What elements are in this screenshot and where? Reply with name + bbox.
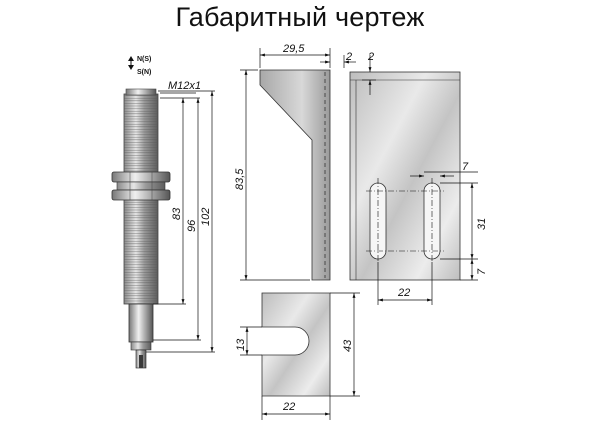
plate-drawing: 13 43 22 [235, 292, 360, 420]
dim-plate-height: 43 [342, 339, 354, 352]
dim-slot-width: 7 [462, 161, 469, 173]
sensor-drawing: N(S) S(N) M1 [111, 56, 215, 369]
dim-sensor-total: 102 [200, 208, 212, 226]
dim-bracket-height: 83,5 [234, 168, 246, 190]
dim-slot-spacing: 22 [397, 287, 410, 299]
dim-plate-slot: 13 [235, 338, 247, 351]
pole-label-south: S(N) [137, 69, 151, 76]
dim-sensor-body: 83 [171, 207, 183, 220]
dim-slot-length: 31 [476, 218, 488, 230]
thread-label: M12x1 [168, 80, 201, 92]
dim-sensor-mid: 96 [186, 219, 198, 232]
dim-slot-bottom: 7 [476, 268, 488, 275]
bracket-front-view: 2 7 31 7 22 [349, 51, 488, 305]
dim-front-top-gap: 2 [367, 51, 374, 63]
dim-plate-width: 22 [282, 401, 295, 413]
pole-arrow-icon [128, 56, 134, 70]
dim-bracket-width: 29,5 [282, 43, 305, 55]
page-title: Габаритный чертеж [175, 2, 425, 32]
pole-label-north: N(S) [137, 56, 151, 63]
dim-bracket-thickness: 2 [345, 51, 352, 63]
bracket-side-view: 29,5 2 83,5 [234, 43, 356, 281]
sensor-nuts [111, 171, 171, 201]
